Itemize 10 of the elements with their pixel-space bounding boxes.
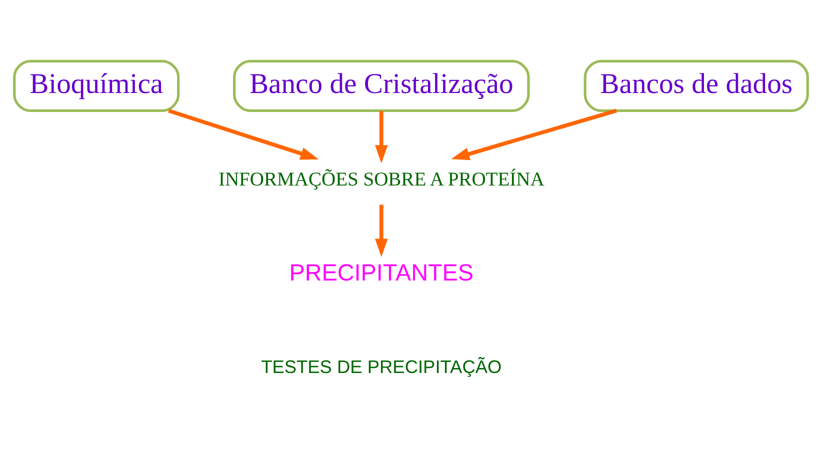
- node-box: Bancos de dados: [584, 59, 809, 112]
- arrow: [375, 204, 388, 257]
- node-text: PRECIPITANTES: [289, 258, 474, 285]
- label: TESTES DE PRECIPITAÇÃO: [261, 356, 502, 377]
- arrow: [451, 108, 618, 160]
- arrow: [375, 110, 388, 163]
- node-text: INFORMAÇÕES SOBRE A PROTEÍNA: [218, 169, 544, 190]
- arrow: [168, 108, 319, 160]
- node-box: Banco de Cristalização: [233, 59, 530, 112]
- node-box: Bioquímica: [13, 59, 180, 112]
